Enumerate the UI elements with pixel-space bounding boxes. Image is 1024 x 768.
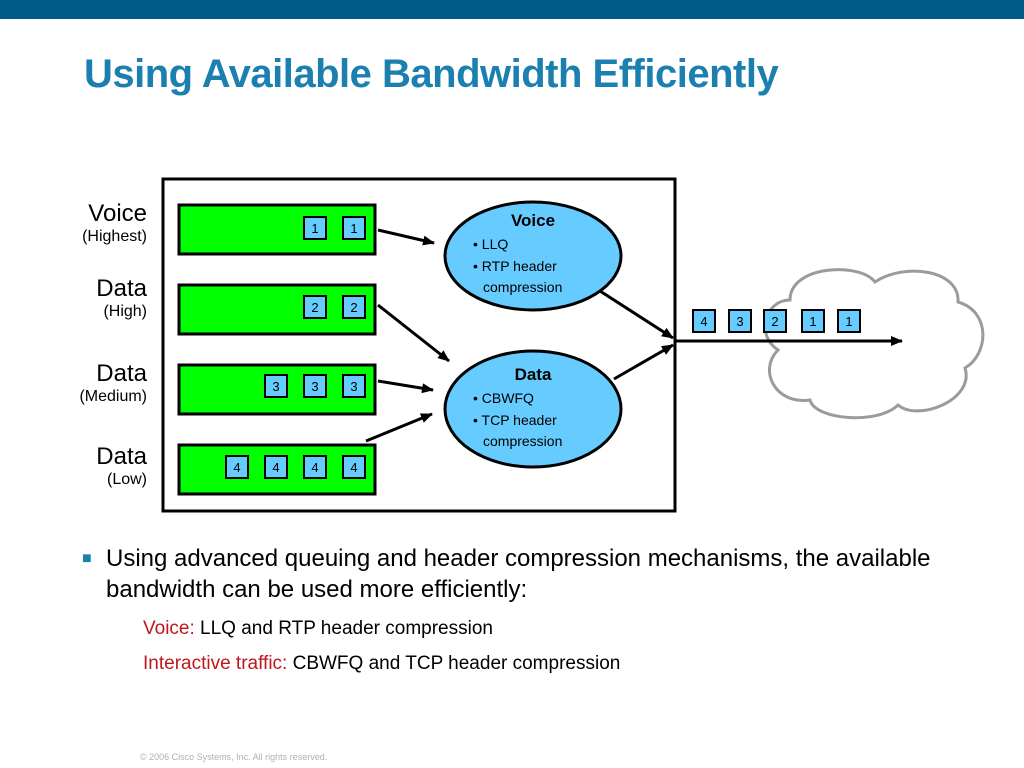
sub-item-label: Interactive traffic: [143, 653, 288, 674]
network-cloud [763, 268, 985, 420]
queue-packet-label: 4 [350, 460, 357, 475]
output-packet-label: 1 [845, 314, 852, 329]
queue-packet-box [264, 374, 288, 398]
queue-packet-box [303, 374, 327, 398]
queue-packet-box [303, 295, 327, 319]
queue-packet-label: 2 [350, 300, 357, 315]
queue-packet-label: 1 [311, 221, 318, 236]
bullet-item: ■ Using advanced queuing and header comp… [82, 543, 982, 605]
output-packet-box [837, 309, 861, 333]
queue-label-main: Data [96, 275, 147, 302]
queue-packet-label: 1 [350, 221, 357, 236]
queue-label-data-medium: Data (Medium) [79, 360, 147, 407]
queue-packet-box [342, 374, 366, 398]
arrow-voice-to-output [599, 289, 674, 340]
bullet-list: ■ Using advanced queuing and header comp… [82, 543, 982, 675]
output-packet-box [801, 309, 825, 333]
sub-item-text: LLQ and RTP header compression [200, 618, 493, 639]
output-packet-label: 3 [736, 314, 743, 329]
output-packet-box [763, 309, 787, 333]
queue-packet-box [342, 295, 366, 319]
queue-label-data-high: Data (High) [96, 275, 147, 322]
sub-item-voice: Voice: LLQ and RTP header compression [143, 617, 982, 640]
voice-scheduler-item: • LLQ [473, 236, 508, 252]
queue-label-main: Voice [88, 200, 147, 227]
output-packet-box [728, 309, 752, 333]
queue-label-main: Data [96, 443, 147, 470]
queue-label-sub: (Low) [106, 471, 147, 488]
voice-scheduler-item: compression [483, 279, 562, 295]
output-packet-label: 1 [809, 314, 816, 329]
queue-packet-box [303, 216, 327, 240]
queue-label-voice: Voice (Highest) [82, 200, 147, 247]
data-scheduler-item: • TCP header [473, 412, 557, 428]
arrow-medium-to-scheduler [377, 379, 434, 394]
voice-scheduler-title: Voice [511, 211, 555, 230]
queue-packet-label: 3 [350, 379, 357, 394]
data-scheduler-title: Data [515, 365, 552, 384]
copyright-notice: © 2006 Cisco Systems, Inc. All rights re… [140, 752, 328, 762]
data-scheduler-item: • CBWFQ [473, 390, 534, 406]
data-scheduler [443, 349, 623, 469]
queue-packet-label: 4 [311, 460, 318, 475]
queue-label-sub: (Highest) [82, 228, 147, 245]
queue-packet-box [264, 455, 288, 479]
arrow-low-to-scheduler [365, 412, 433, 443]
arrow-voice-to-scheduler [377, 228, 435, 246]
output-packet-label: 2 [771, 314, 778, 329]
queue-packet-label: 3 [311, 379, 318, 394]
queue-label-data-low: Data (Low) [96, 443, 147, 490]
queue-packet-label: 4 [272, 460, 279, 475]
queue-packet-label: 3 [272, 379, 279, 394]
sub-item-interactive: Interactive traffic: CBWFQ and TCP heade… [143, 652, 982, 675]
bullet-text: Using advanced queuing and header compre… [106, 545, 931, 603]
queue-label-main: Data [96, 360, 147, 387]
queue-packet-box [303, 455, 327, 479]
queue-label-sub: (Medium) [79, 388, 147, 405]
sub-item-label: Voice: [143, 618, 195, 639]
queue-packet-label: 2 [311, 300, 318, 315]
voice-scheduler-item: • RTP header [473, 258, 557, 274]
slide-title: Using Available Bandwidth Efficiently [84, 52, 779, 96]
sub-item-text: CBWFQ and TCP header compression [292, 653, 621, 674]
square-bullet-icon: ■ [82, 550, 92, 567]
arrow-data-to-output [613, 343, 674, 381]
top-bar [0, 0, 1024, 19]
queue-packet-label: 4 [233, 460, 240, 475]
queue-packet-box [225, 455, 249, 479]
arrow-high-to-scheduler [377, 303, 450, 363]
output-packet-box [692, 309, 716, 333]
output-packet-label: 4 [700, 314, 707, 329]
voice-scheduler [443, 200, 623, 312]
queue-label-sub: (High) [103, 303, 147, 320]
queue-packet-box [342, 455, 366, 479]
queue-packet-box [342, 216, 366, 240]
data-scheduler-item: compression [483, 433, 562, 449]
